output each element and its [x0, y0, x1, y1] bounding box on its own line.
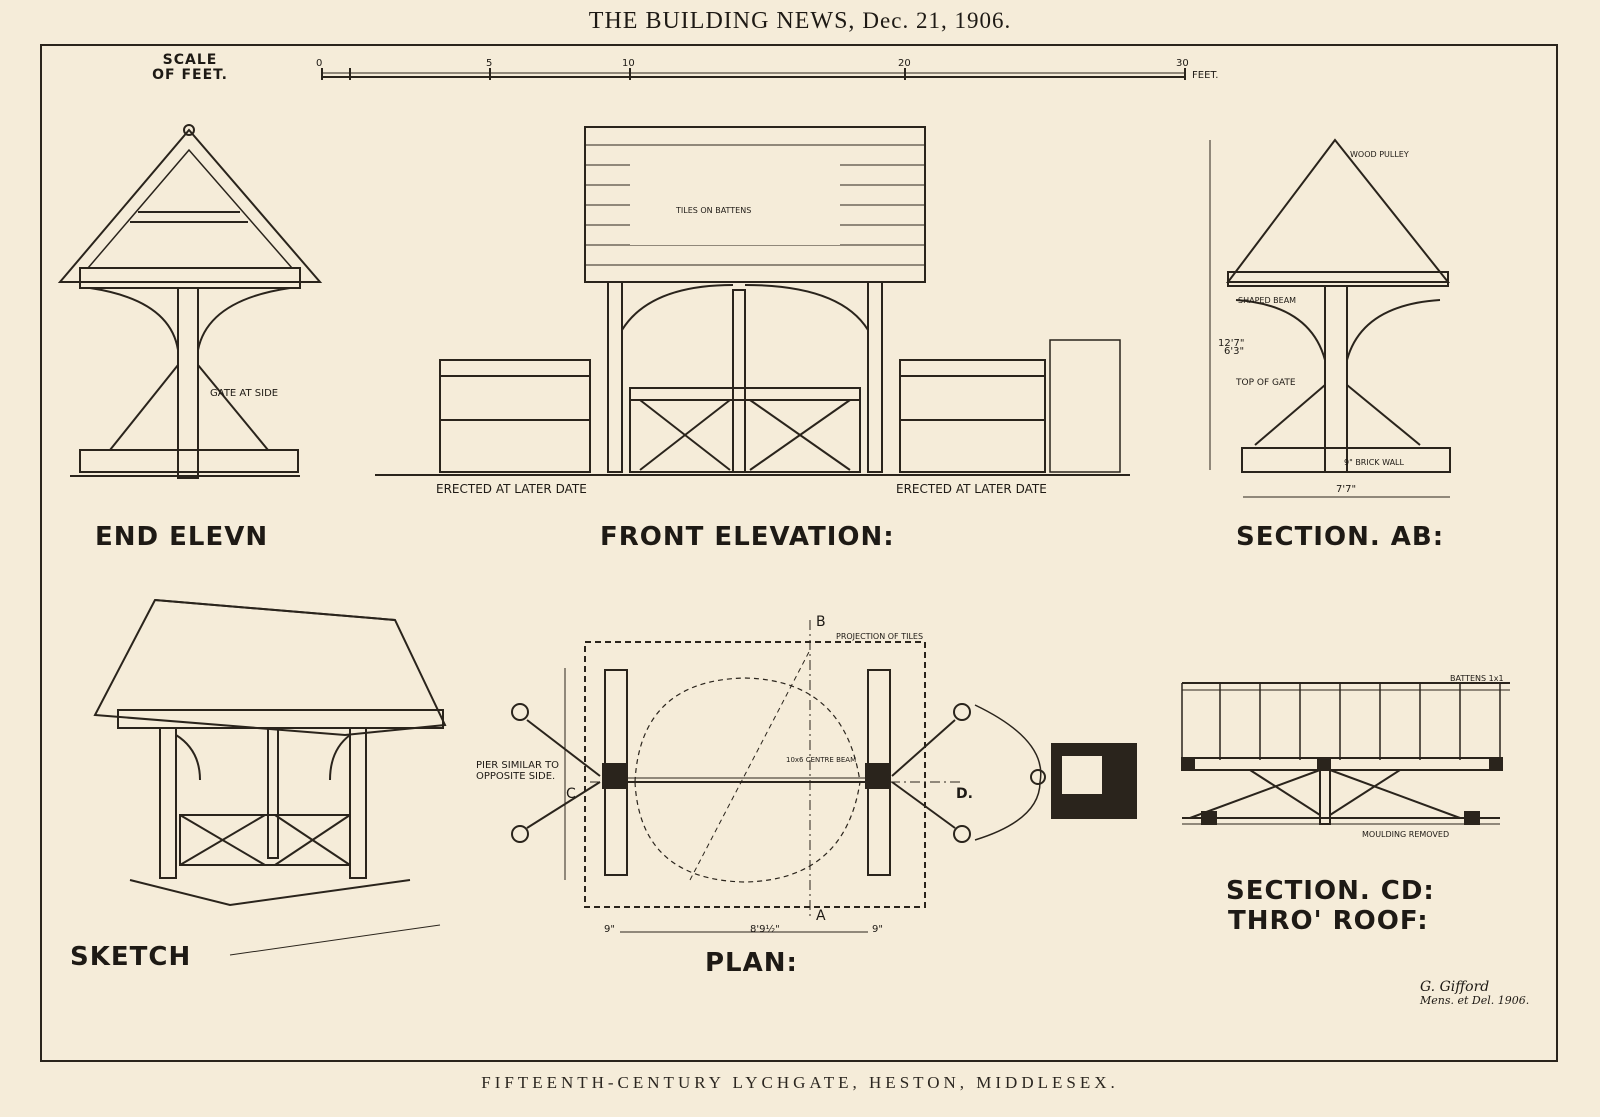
section-cd-title: SECTION. CD: [1226, 876, 1435, 906]
signature-line2: Mens. et Del. 1906. [1420, 994, 1530, 1007]
front-elevation-title: FRONT ELEVATION: [600, 522, 895, 552]
sketch-drawing [93, 598, 447, 956]
end-elevation-drawing [57, 124, 323, 479]
note-pier-similar: PIER SIMILAR TO OPPOSITE SIDE. [476, 760, 560, 782]
section-marker-b: B [816, 614, 826, 630]
plan-title: PLAN: [705, 948, 798, 978]
scale-bar [321, 68, 1186, 80]
publication-date: Dec. 21, 1906. [862, 8, 1012, 33]
note-battens: BATTENS 1x1 [1450, 674, 1504, 683]
note-top-of-gate: TOP OF GATE [1236, 378, 1296, 388]
signature-name: G. Gifford [1420, 979, 1490, 995]
section-ab-drawing [1209, 138, 1451, 498]
note-stone-pier: 20 x 20 STONE PIER [1064, 768, 1091, 792]
scale-tick-30: 30 [1176, 58, 1189, 69]
note-brick-wall: 9" BRICK WALL [1344, 458, 1404, 467]
scale-label: SCALE OF FEET. [152, 52, 228, 83]
note-height-post: 6'3" [1224, 346, 1245, 357]
note-height-total: 12'7" [1218, 338, 1245, 349]
section-cd-subtitle: THRO' ROOF: [1228, 906, 1429, 936]
section-cd-drawing [1181, 682, 1510, 825]
note-erected-later-left: ERECTED AT LATER DATE [436, 482, 587, 496]
note-plan-dim-right: 9" [872, 924, 883, 935]
note-moulding-removed: MOULDING REMOVED [1362, 830, 1450, 839]
scale-tick-5: 5 [486, 58, 493, 69]
artist-signature: G. Gifford Mens. et Del. 1906. [1420, 980, 1529, 1008]
plan-drawing [511, 620, 1137, 933]
note-shaped-beam: SHAPED BEAM [1238, 296, 1297, 305]
publication-title: THE BUILDING NEWS, [588, 8, 856, 34]
front-elevation-drawing [375, 126, 1130, 476]
section-ab-title: SECTION. AB: [1236, 522, 1445, 552]
note-centre-beam: 10x6 CENTRE BEAM [786, 756, 857, 764]
plate-border [40, 44, 1558, 1062]
section-marker-d: D. [956, 786, 973, 802]
note-erected-later-right: ERECTED AT LATER DATE [896, 482, 1047, 496]
note-wood-pulley: WOOD PULLEY [1350, 150, 1409, 159]
scale-tick-0: 0 [316, 58, 323, 69]
section-marker-c: C [566, 786, 576, 802]
note-tiles-on-battens: TILES ON BATTENS [676, 206, 752, 215]
note-plan-width: 8'9½" [750, 924, 780, 935]
note-plan-dim-left: 9" [604, 924, 615, 935]
note-width: 7'7" [1336, 484, 1357, 495]
scale-tick-20: 20 [898, 58, 911, 69]
note-projection-of-tiles: PROJECTION OF TILES [836, 632, 924, 641]
scale-unit: FEET. [1192, 70, 1219, 81]
page-header: THE BUILDING NEWS, Dec. 21, 1906. [0, 8, 1600, 35]
sketch-title: SKETCH [70, 942, 192, 972]
end-elevation-title: END ELEVN [95, 522, 269, 552]
note-gate-at-side: GATE AT SIDE [210, 388, 279, 399]
plate-caption: FIFTEENTH-CENTURY LYCHGATE, HESTON, MIDD… [481, 1073, 1119, 1092]
section-marker-a: A [816, 908, 826, 924]
scale-tick-10: 10 [622, 58, 635, 69]
